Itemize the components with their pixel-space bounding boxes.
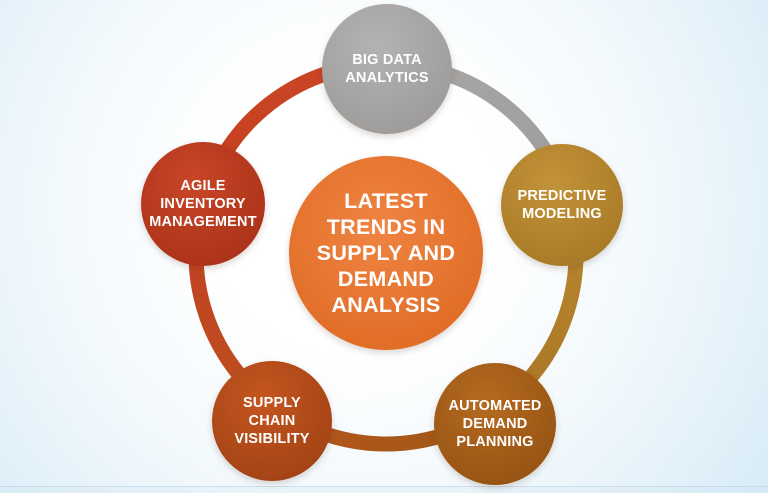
node-supply-chain-visibility: SUPPLY CHAIN VISIBILITY	[212, 361, 332, 481]
node-label-automated-demand-planning: AUTOMATED DEMAND PLANNING	[448, 398, 542, 450]
node-agile-inventory-management: AGILE INVENTORY MANAGEMENT	[141, 142, 265, 266]
node-label-predictive-modeling: PREDICTIVE MODELING	[517, 188, 607, 222]
center-title-circle: LATEST TRENDS IN SUPPLY AND DEMAND ANALY…	[289, 156, 483, 350]
node-label-big-data-analytics: BIG DATA ANALYTICS	[345, 52, 429, 86]
node-label-agile-inventory-management: AGILE INVENTORY MANAGEMENT	[149, 178, 257, 230]
node-automated-demand-planning: AUTOMATED DEMAND PLANNING	[434, 363, 556, 485]
diagram-title: LATEST TRENDS IN SUPPLY AND DEMAND ANALY…	[316, 189, 456, 317]
bottom-edge-line	[0, 486, 768, 493]
node-big-data-analytics: BIG DATA ANALYTICS	[322, 4, 452, 134]
node-predictive-modeling: PREDICTIVE MODELING	[501, 144, 623, 266]
node-label-supply-chain-visibility: SUPPLY CHAIN VISIBILITY	[234, 395, 310, 447]
